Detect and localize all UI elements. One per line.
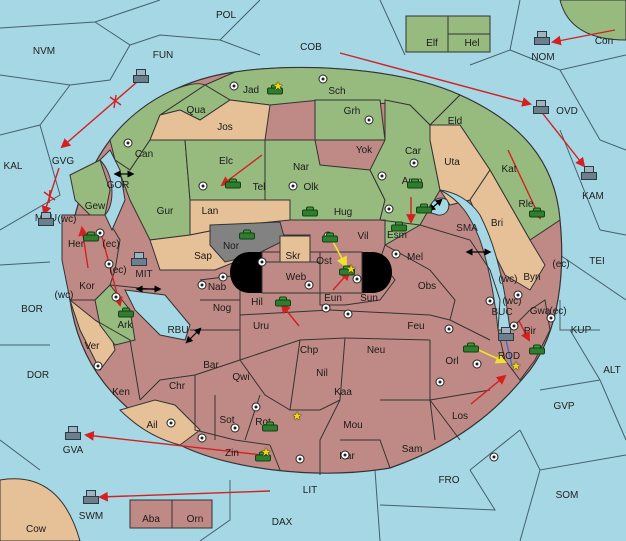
supply-center-icon: [377, 171, 387, 181]
army-unit-icon[interactable]: [266, 84, 283, 95]
army-unit-icon[interactable]: [254, 451, 271, 462]
fleet-unit-icon[interactable]: [581, 165, 597, 180]
fleet-unit-icon[interactable]: [133, 68, 149, 83]
supply-center-icon: [95, 228, 105, 238]
fleet-unit-icon[interactable]: [38, 211, 54, 226]
supply-center-icon: [166, 418, 176, 428]
army-unit-icon[interactable]: [301, 206, 318, 217]
aba-orn-land: [129, 499, 213, 529]
supply-center-icon: [230, 423, 240, 433]
supply-center-icon: [485, 296, 495, 306]
supply-center-icon: [104, 259, 114, 269]
supply-center-icon: [218, 272, 228, 282]
army-unit-icon[interactable]: [274, 296, 291, 307]
supply-center-icon: [409, 158, 419, 168]
supply-center-icon: [304, 280, 314, 290]
army-unit-icon[interactable]: [82, 231, 99, 242]
supply-center-icon: [352, 274, 362, 284]
supply-center-icon: [546, 313, 556, 323]
army-unit-icon[interactable]: [321, 232, 338, 243]
ail: [119, 399, 201, 446]
army-unit-icon[interactable]: [224, 178, 241, 189]
fleet-unit-icon[interactable]: [65, 425, 81, 440]
supply-center-icon: [251, 402, 261, 412]
army-unit-icon[interactable]: [462, 342, 479, 353]
skr-block: [279, 235, 311, 263]
army-unit-icon[interactable]: [406, 178, 423, 189]
supply-center-icon: [123, 138, 133, 148]
supply-center-icon: [198, 181, 208, 191]
star-icon: ★: [272, 79, 284, 93]
fleet-unit-icon[interactable]: [83, 489, 99, 504]
army-unit-icon[interactable]: [261, 421, 278, 432]
star-icon: ★: [260, 445, 272, 459]
cut-marks: [43, 94, 122, 204]
supply-center-icon: [257, 257, 267, 267]
supply-center-icon: [391, 249, 401, 259]
supply-center-icon: [321, 303, 331, 313]
supply-center-icon: [343, 309, 353, 319]
supply-center-icon: [93, 361, 103, 371]
army-unit-icon[interactable]: [415, 203, 432, 214]
rbu-water: [124, 289, 191, 341]
fleet-unit-icon[interactable]: [534, 30, 550, 45]
supply-center-icon: [444, 324, 454, 334]
fleet-unit-icon[interactable]: [533, 99, 549, 114]
fleet-unit-icon[interactable]: [498, 326, 514, 341]
army-unit-icon[interactable]: [528, 344, 545, 355]
qua-jos: [149, 99, 271, 141]
supply-center-icon: [513, 290, 523, 300]
supply-center-icon: [295, 454, 305, 464]
supply-center-icon: [489, 452, 499, 462]
star-icon: ★: [291, 409, 303, 423]
army-unit-icon[interactable]: [117, 307, 134, 318]
supply-center-icon: [197, 433, 207, 443]
elc-tel: [184, 139, 266, 201]
army-unit-icon[interactable]: [528, 207, 545, 218]
army-unit-icon[interactable]: [390, 221, 407, 232]
order-arrows: [41, 29, 616, 502]
supply-center-icon: [197, 280, 207, 290]
link-arrows: [113, 170, 492, 344]
blue-route: [505, 339, 513, 367]
supply-center-icon: [509, 321, 519, 331]
supply-center-icon: [435, 377, 445, 387]
gor-water: [99, 149, 126, 232]
supply-center-icon: [472, 359, 482, 369]
supply-center-icon: [288, 181, 298, 191]
army-unit-icon[interactable]: [338, 265, 355, 276]
supply-center-icon: [229, 81, 239, 91]
supply-center-icon: [364, 115, 374, 125]
star-icon: ★: [510, 359, 522, 373]
fleet-unit-icon[interactable]: [131, 251, 147, 266]
inner-borders: [94, 219, 501, 475]
supply-center-icon: [318, 74, 328, 84]
star-icon: ★: [345, 262, 357, 276]
supply-center-icon: [384, 204, 394, 214]
supply-center-icon: [340, 450, 350, 460]
grh: [314, 99, 386, 141]
supply-center-icon: [111, 292, 121, 302]
army-unit-icon[interactable]: [238, 229, 255, 240]
